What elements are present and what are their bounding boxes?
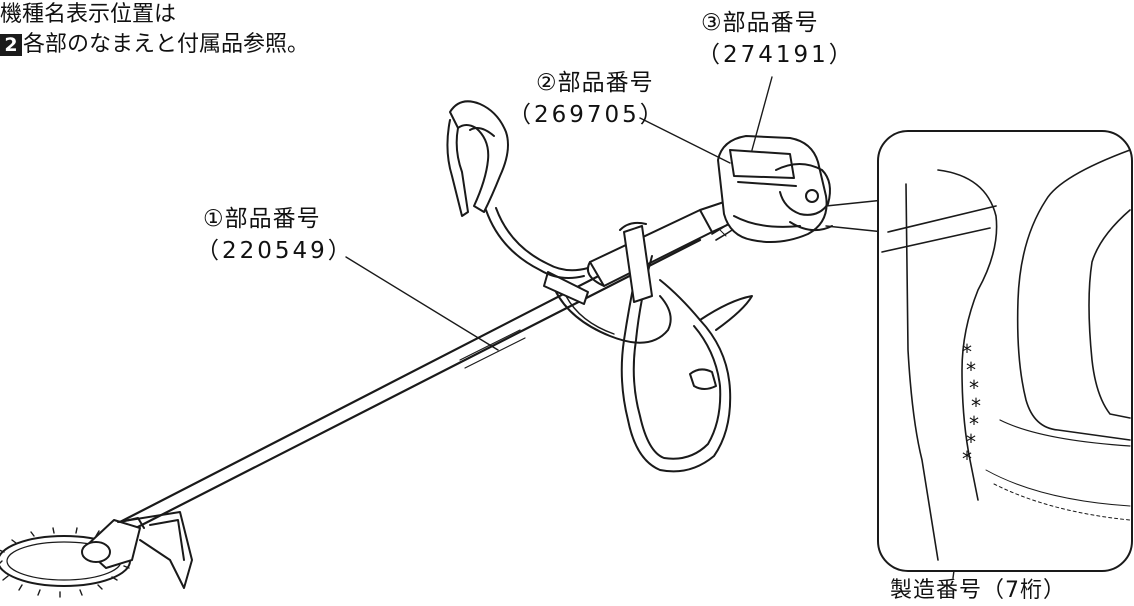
cutting-head <box>0 511 193 598</box>
serial-mark-1: * <box>962 340 972 364</box>
serial-mark-5: * <box>969 412 979 436</box>
drive-tube <box>586 199 739 287</box>
shoulder-harness <box>619 221 753 473</box>
reference-text: 各部のなまえと付属品参照。 <box>23 32 310 57</box>
section-number-badge: 2 <box>0 34 22 56</box>
serial-mark-6: * <box>966 430 976 454</box>
leader-lines <box>345 76 970 579</box>
throttle-grip <box>446 100 509 217</box>
serial-mark-4: * <box>971 394 981 418</box>
serial-mark-3: * <box>969 376 979 400</box>
part-number-code-1: （220549） <box>196 238 354 264</box>
part-number-code-2: （269705） <box>508 102 666 128</box>
loop-handle <box>543 271 672 344</box>
model-name-reference: 2 各部のなまえと付属品参照。 <box>0 34 309 56</box>
serial-mark-7: * <box>962 447 972 471</box>
part-number-label-2: ②部品番号 <box>536 70 654 96</box>
part-number-code-3: （274191） <box>697 42 855 68</box>
engine-unit <box>717 135 833 243</box>
part-number-label-1: ①部品番号 <box>203 206 321 232</box>
magnified-inset <box>877 130 1133 572</box>
part-number-label-3: ③部品番号 <box>701 10 819 36</box>
serial-number-caption: 製造番号（7桁） <box>890 578 1066 603</box>
model-name-note: 機種名表示位置は <box>0 2 177 27</box>
serial-mark-2: * <box>966 358 976 382</box>
